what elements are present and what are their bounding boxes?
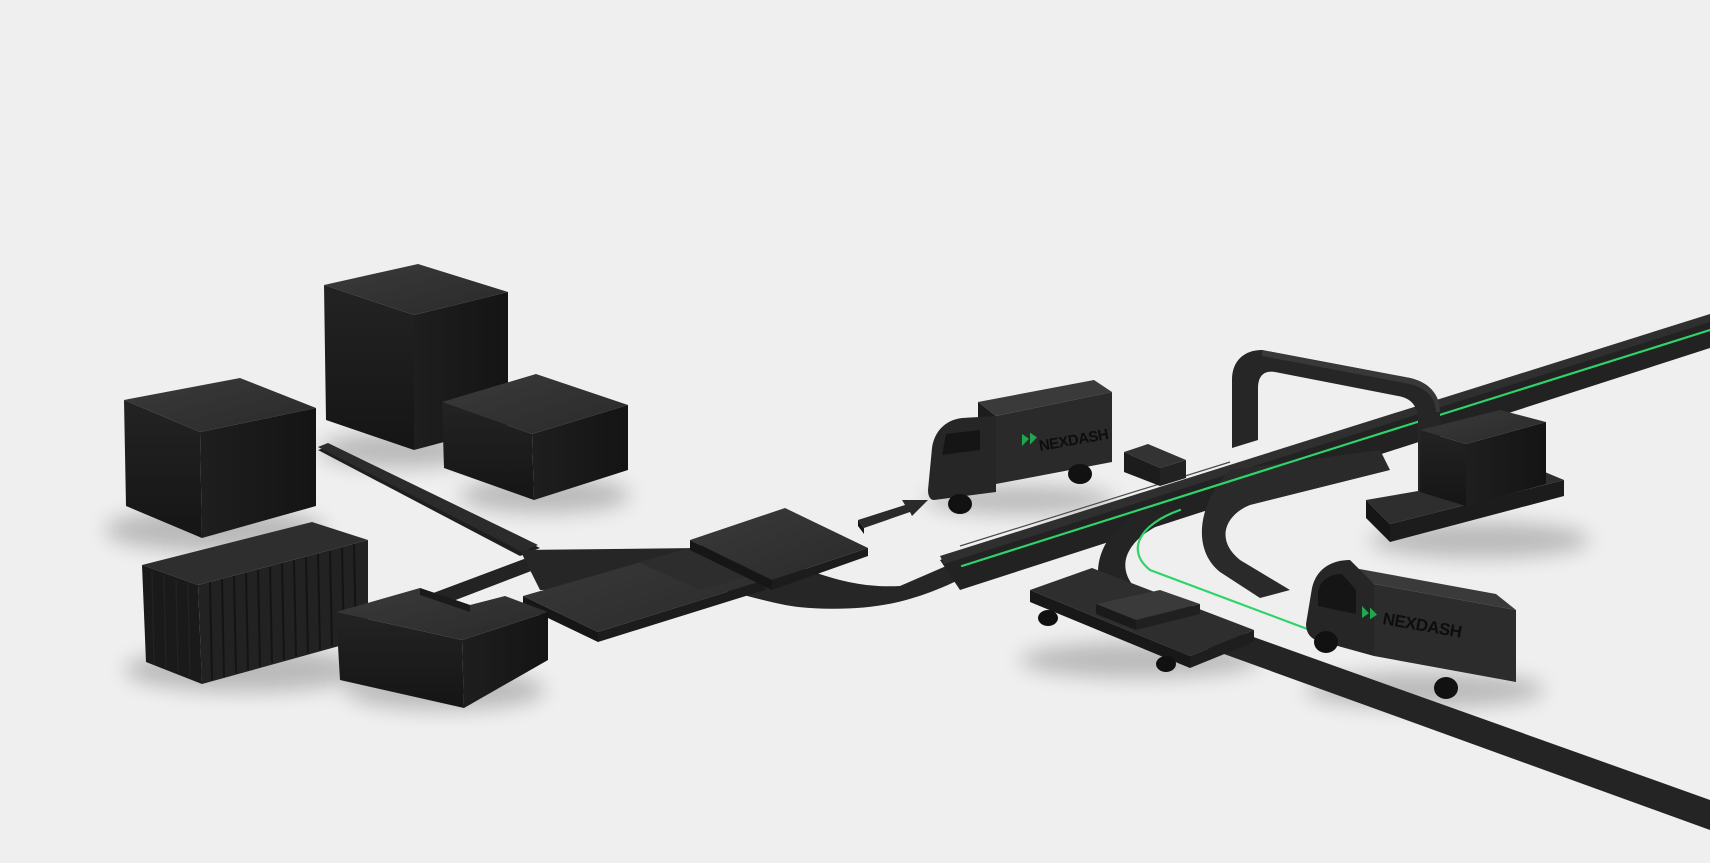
platform-small <box>690 508 868 590</box>
building-box-left <box>124 378 316 538</box>
road-branch-upper-top <box>318 443 538 552</box>
building-stepped <box>336 588 548 708</box>
cargo-box-small <box>1124 444 1186 486</box>
brand-mark-icon <box>1362 606 1377 620</box>
delivery-truck-lower: NEXDASH <box>1306 560 1516 699</box>
route-line <box>960 328 1710 632</box>
shipping-container <box>142 522 368 684</box>
direction-arrow-icon <box>858 500 928 534</box>
brand-mark-icon <box>1022 432 1037 446</box>
scanner-gate <box>1232 350 1440 492</box>
delivery-truck-upper: NEXDASH <box>928 380 1112 514</box>
building-box-medium <box>442 374 628 500</box>
road-curve-right <box>1097 508 1710 830</box>
road-branch-lower <box>420 553 560 606</box>
road-highway-top <box>940 314 1710 564</box>
road-curve-inner <box>1201 450 1390 598</box>
loading-dock <box>1366 410 1564 542</box>
flatbed-cart <box>1030 568 1254 672</box>
